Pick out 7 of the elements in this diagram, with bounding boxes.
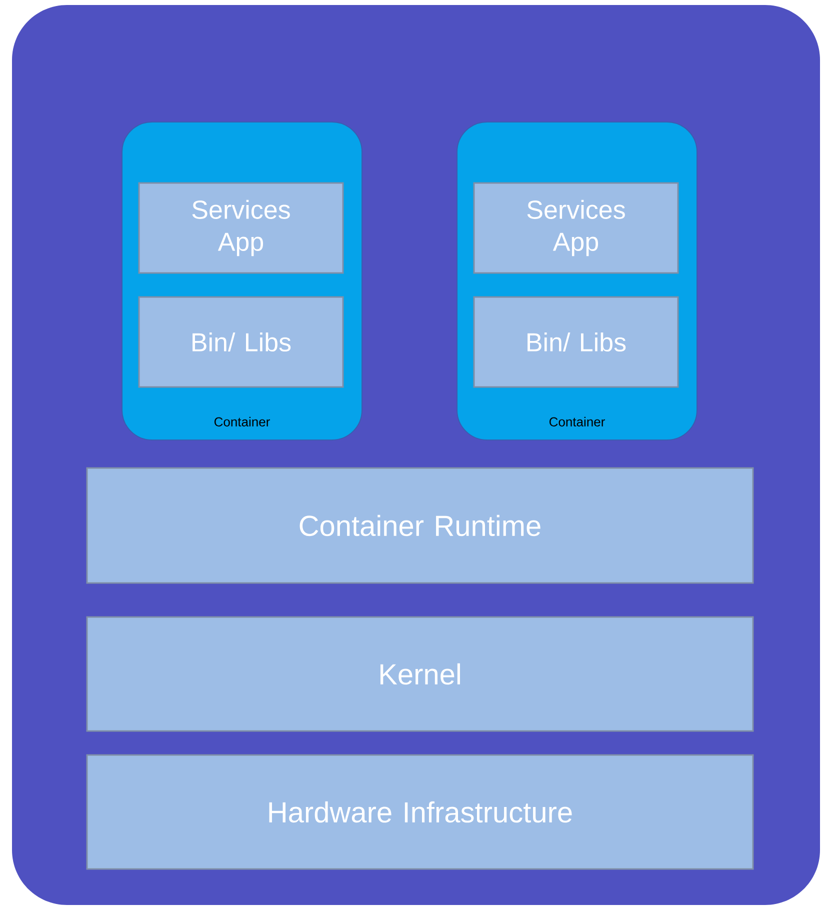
layer-box: Services App — [473, 182, 679, 274]
layer-box: Hardware Infrastructure — [86, 754, 754, 870]
layer-box: Bin/ Libs — [138, 296, 344, 388]
layer-box: Services App — [138, 182, 344, 274]
layer-box: Bin/ Libs — [473, 296, 679, 388]
layer-box: Container Runtime — [86, 467, 754, 584]
layer-box: Kernel — [86, 616, 754, 732]
